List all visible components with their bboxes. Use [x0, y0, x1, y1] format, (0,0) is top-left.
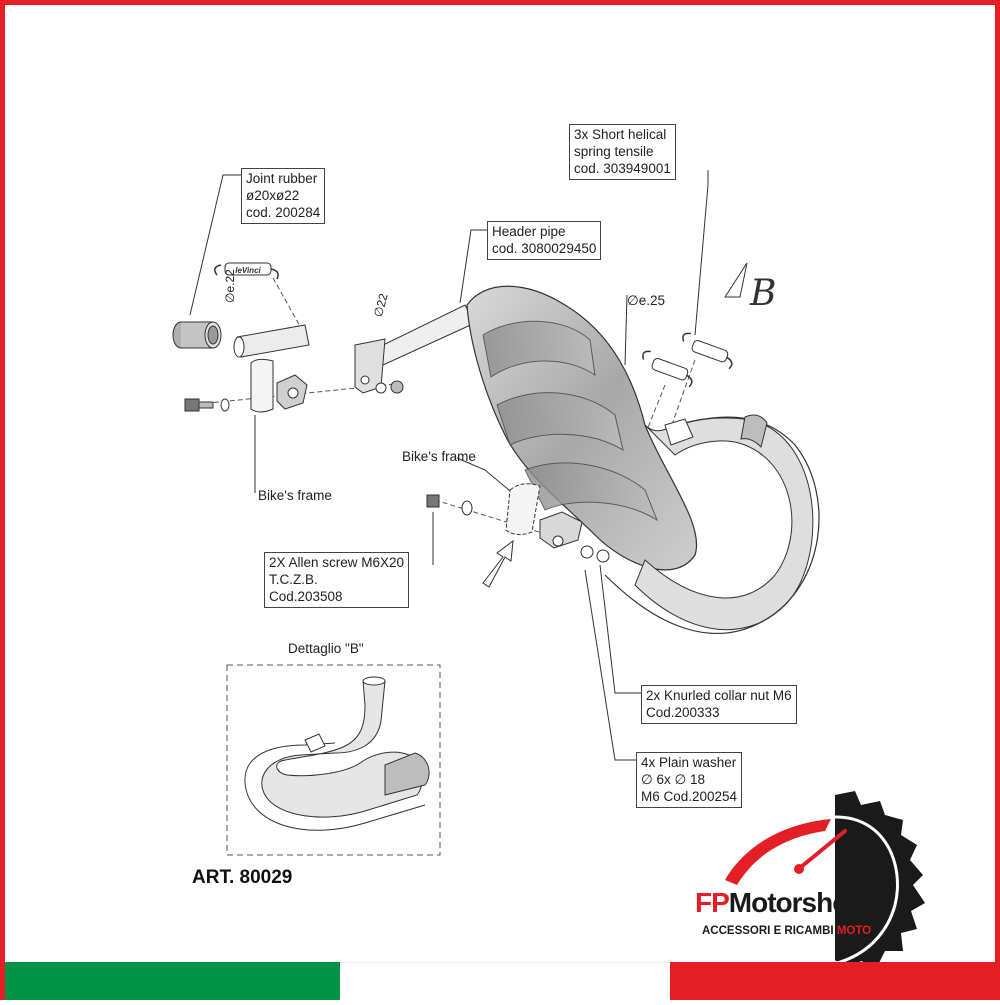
- brand-tagline-dark: ACCESSORI E RICAMBI: [702, 925, 837, 937]
- exhaust-exploded-diagram: leVinci: [172, 170, 925, 971]
- leader-lines: [189, 170, 709, 761]
- center-frame-part: [426, 483, 610, 563]
- left-bracket-part: [250, 358, 308, 413]
- washer-line-1: 4x Plain washer: [641, 755, 737, 770]
- brand-name: FPMotorshop: [695, 887, 866, 919]
- allen-screw-line-2: T.C.Z.B.: [269, 572, 318, 587]
- callout-springs: 3x Short helical spring tensile cod. 303…: [569, 124, 676, 180]
- springs-line-3: cod. 303949001: [574, 161, 671, 176]
- springs-line-1: 3x Short helical: [574, 127, 667, 142]
- brand-tagline: ACCESSORI E RICAMBI MOTO: [702, 925, 871, 937]
- detail-b-drawing: [244, 676, 430, 831]
- italian-flag-stripe: [5, 962, 1000, 1001]
- brand-name-fp: FP: [695, 887, 730, 918]
- flag-white: [340, 962, 670, 1001]
- brand-tagline-red: MOTO: [836, 925, 872, 937]
- flag-red: [670, 962, 1000, 1000]
- brand-name-rest: Motorshop: [728, 887, 866, 918]
- callout-allen-screw: 2X Allen screw M6X20 T.C.Z.B. Cod.203508: [264, 552, 410, 608]
- header-pipe-line-2: cod. 3080029450: [492, 241, 597, 256]
- dim-e25: ∅e.25: [627, 293, 666, 308]
- joint-rubber-line-3: cod. 200284: [246, 205, 321, 220]
- collar-nut-line-2: Cod.200333: [646, 705, 720, 720]
- frame-arrow-icon: [482, 539, 514, 588]
- pipe-stub-part: [233, 324, 310, 358]
- view-b-label: B: [750, 273, 777, 314]
- joint-rubber-part: [172, 321, 222, 349]
- callout-joint-rubber: Joint rubber ø20xø22 cod. 200284: [241, 168, 326, 224]
- allen-screw-line-3: Cod.203508: [269, 589, 343, 604]
- article-number: ART. 80029: [192, 867, 293, 888]
- header-pipe-line-1: Header pipe: [492, 224, 566, 239]
- left-bolt-part: [184, 398, 230, 412]
- gear-speedometer-icon: [725, 791, 925, 971]
- spring-left-part: leVinci: [214, 262, 279, 280]
- joint-rubber-line-2: ø20xø22: [246, 188, 300, 203]
- joint-rubber-line-1: Joint rubber: [246, 171, 318, 186]
- callout-collar-nut: 2x Knurled collar nut M6 Cod.200333: [641, 685, 797, 724]
- washer-line-3: M6 Cod.200254: [641, 789, 738, 804]
- springs-line-2: spring tensile: [574, 144, 654, 159]
- label-bikes-frame-left: Bike's frame: [258, 488, 332, 503]
- detail-b-frame: [226, 664, 441, 856]
- detail-b-title: Dettaglio "B": [288, 641, 364, 656]
- svg-text:leVinci: leVinci: [235, 266, 261, 275]
- spring-right-parts: [642, 332, 733, 388]
- view-b-arrow-icon: [724, 262, 748, 298]
- flag-green: [5, 962, 340, 1000]
- label-bikes-frame-center: Bike's frame: [402, 449, 476, 464]
- callout-washer: 4x Plain washer ∅ 6x ∅ 18 M6 Cod.200254: [636, 752, 743, 808]
- header-pipe-part: [354, 304, 476, 394]
- expansion-chamber-part: [466, 285, 820, 635]
- allen-screw-line-1: 2X Allen screw M6X20: [269, 555, 405, 570]
- callout-header-pipe: Header pipe cod. 3080029450: [487, 221, 602, 260]
- dim-e22: ∅e.22: [223, 269, 237, 303]
- collar-nut-line-1: 2x Knurled collar nut M6: [646, 688, 792, 703]
- washer-line-2: ∅ 6x ∅ 18: [641, 772, 706, 787]
